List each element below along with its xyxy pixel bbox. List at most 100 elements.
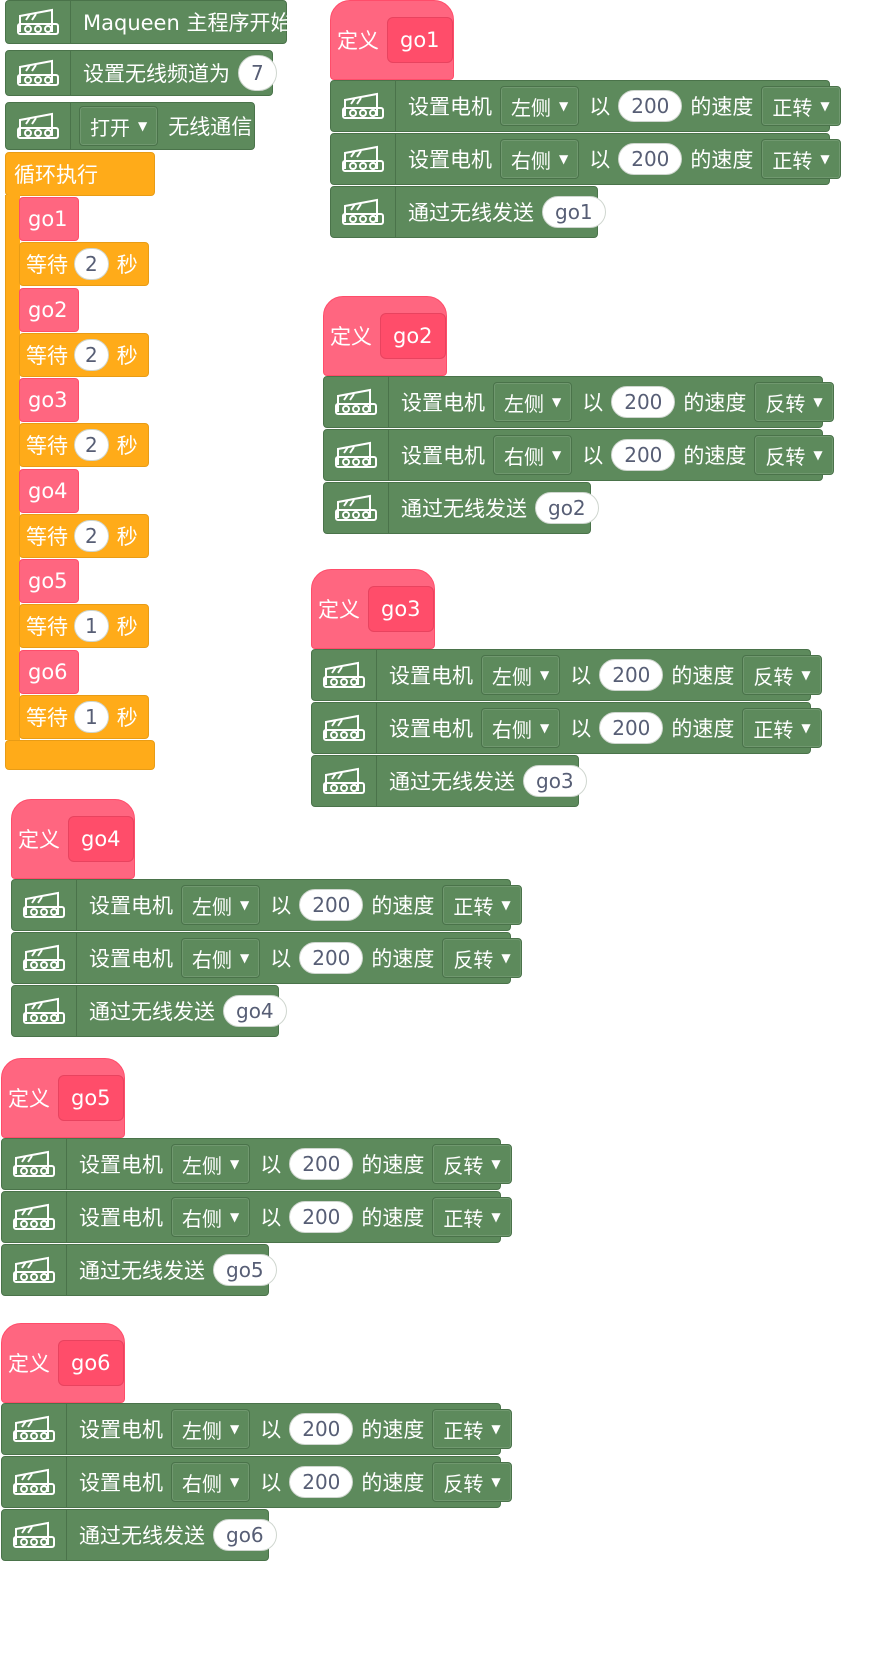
function-name-slot[interactable]: go6 (58, 1340, 124, 1386)
motor-speed-input[interactable]: 200 (299, 889, 364, 921)
motor-direction-dropdown[interactable]: 反转▼ (432, 1144, 512, 1184)
motor-side-dropdown[interactable]: 左侧▼ (181, 885, 261, 925)
radio-message-input[interactable]: go6 (213, 1519, 277, 1551)
call-go4-block[interactable]: go4 (19, 468, 79, 513)
motor-side-dropdown[interactable]: 右侧▼ (493, 435, 573, 475)
wait-seconds-input[interactable]: 1 (74, 610, 109, 642)
function-name-slot[interactable]: go2 (380, 313, 446, 359)
motor-speed-input[interactable]: 200 (289, 1201, 354, 1233)
motor-direction-dropdown-value: 正转 (753, 717, 794, 742)
radio-message-input[interactable]: go1 (542, 196, 606, 228)
call-go5-block[interactable]: go5 (19, 559, 79, 603)
motor-side-dropdown[interactable]: 右侧▼ (171, 1462, 251, 1502)
motor-direction-dropdown[interactable]: 反转▼ (754, 435, 834, 475)
radio-message-input[interactable]: go5 (213, 1254, 277, 1286)
motor-direction-dropdown[interactable]: 反转▼ (754, 382, 834, 422)
function-name-slot[interactable]: go5 (58, 1075, 124, 1121)
call-go1-block[interactable]: go1 (19, 197, 79, 241)
speed-label: 的速度 (361, 1206, 425, 1230)
call-go3-block[interactable]: go3 (19, 378, 79, 422)
radio-toggle-block[interactable]: 打开 ▼ 无线通信 (5, 102, 255, 150)
motor-speed-input[interactable]: 200 (618, 143, 683, 175)
radio-toggle-dropdown[interactable]: 打开 ▼ (79, 106, 159, 146)
motor-side-dropdown[interactable]: 左侧▼ (481, 655, 561, 695)
motor-direction-dropdown[interactable]: 正转▼ (432, 1197, 512, 1237)
function-name-slot[interactable]: go1 (387, 17, 453, 63)
motor-direction-dropdown[interactable]: 反转▼ (432, 1462, 512, 1502)
motor-side-dropdown[interactable]: 左侧▼ (493, 382, 573, 422)
loop-block-header[interactable]: 循环执行 (5, 152, 155, 196)
motor-side-dropdown[interactable]: 右侧▼ (181, 938, 261, 978)
motor-direction-dropdown[interactable]: 反转▼ (742, 655, 822, 695)
motor-speed-input[interactable]: 200 (611, 386, 676, 418)
motor-direction-dropdown[interactable]: 正转▼ (742, 708, 822, 748)
wait-seconds-input[interactable]: 1 (74, 700, 109, 733)
speed-label: 的速度 (371, 947, 435, 971)
motor-speed-input[interactable]: 200 (599, 659, 664, 691)
wait-seconds-input[interactable]: 2 (74, 429, 109, 461)
motor-speed-input[interactable]: 200 (611, 439, 676, 471)
motor-side-dropdown[interactable]: 右侧▼ (481, 708, 561, 748)
motor-speed-input[interactable]: 200 (299, 942, 364, 974)
maqueen-main-start-block[interactable]: Maqueen 主程序开始 (5, 0, 291, 44)
radio-message-input[interactable]: go2 (535, 492, 599, 524)
function-name-slot[interactable]: go3 (368, 586, 434, 632)
motor-direction-dropdown[interactable]: 正转▼ (761, 139, 841, 179)
wait-seconds-input[interactable]: 2 (74, 519, 109, 552)
motor-direction-dropdown[interactable]: 正转▼ (761, 86, 841, 126)
motor-side-dropdown[interactable]: 左侧▼ (171, 1144, 251, 1184)
motor-side-dropdown[interactable]: 右侧▼ (171, 1197, 251, 1237)
motor-side-dropdown[interactable]: 左侧▼ (500, 86, 580, 126)
channel-input[interactable]: 7 (238, 55, 277, 91)
motor-speed-input[interactable]: 200 (289, 1148, 354, 1180)
radio-message-input[interactable]: go4 (223, 995, 287, 1027)
motor-direction-dropdown[interactable]: 正转▼ (432, 1409, 512, 1449)
radio-message-input[interactable]: go3 (523, 765, 587, 797)
motor-side-dropdown[interactable]: 左侧▼ (171, 1409, 251, 1449)
motor-direction-dropdown[interactable]: 正转▼ (442, 885, 522, 925)
set-radio-channel-block[interactable]: 设置无线频道为 7 (5, 50, 277, 96)
motor-speed-input[interactable]: 200 (289, 1466, 354, 1498)
wait-seconds-input[interactable]: 2 (74, 248, 109, 280)
motor-speed-input[interactable]: 200 (289, 1413, 354, 1445)
call-go6-block[interactable]: go6 (19, 649, 79, 694)
wait-seconds-input[interactable]: 2 (74, 338, 109, 371)
with-label: 以 (589, 95, 611, 119)
motor-speed-input[interactable]: 200 (618, 90, 683, 122)
function-name-slot[interactable]: go4 (68, 816, 134, 862)
motor-side-dropdown[interactable]: 右侧▼ (500, 139, 580, 179)
motor-direction-dropdown[interactable]: 反转▼ (442, 938, 522, 978)
motor-speed-input[interactable]: 200 (599, 712, 664, 744)
call-go2-block[interactable]: go2 (19, 287, 79, 332)
